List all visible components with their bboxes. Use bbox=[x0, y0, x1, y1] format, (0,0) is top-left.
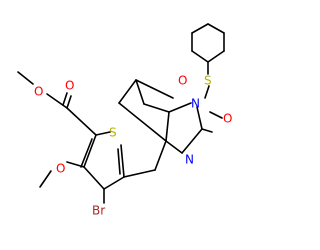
sulfur-label: S bbox=[109, 126, 117, 140]
bond bbox=[181, 128, 203, 154]
bond bbox=[154, 140, 167, 171]
bond bbox=[209, 111, 223, 119]
bond bbox=[191, 50, 209, 63]
sulfur-label: S bbox=[204, 74, 212, 88]
oxygen-label: O bbox=[223, 112, 232, 126]
bond bbox=[196, 106, 203, 130]
bond bbox=[66, 161, 85, 168]
bond bbox=[204, 85, 210, 99]
bond bbox=[80, 138, 93, 168]
bond bbox=[135, 79, 174, 99]
bond bbox=[201, 128, 213, 133]
bromine-label: Br bbox=[92, 204, 105, 218]
bond bbox=[118, 102, 167, 142]
bond bbox=[165, 111, 170, 142]
bond bbox=[207, 23, 225, 34]
bond bbox=[17, 71, 34, 85]
bond bbox=[95, 131, 111, 136]
bond bbox=[117, 148, 121, 175]
bond bbox=[135, 79, 145, 105]
bond bbox=[165, 140, 183, 154]
bond bbox=[168, 102, 192, 113]
bond bbox=[83, 166, 105, 190]
nitrogen-label: N bbox=[185, 153, 194, 167]
bond bbox=[118, 79, 137, 104]
bond bbox=[66, 107, 97, 136]
bonds bbox=[17, 23, 225, 204]
bond bbox=[46, 93, 68, 109]
oxygen-label: O bbox=[178, 74, 187, 88]
bond bbox=[83, 134, 97, 168]
atom-labels: O O O S Br N N S O O bbox=[34, 74, 232, 218]
oxygen-label: O bbox=[34, 85, 43, 99]
oxygen-label: O bbox=[65, 79, 74, 93]
bond bbox=[62, 92, 68, 106]
bond bbox=[207, 50, 225, 63]
chemical-structure: O O O S Br N N S O O bbox=[17, 23, 232, 218]
bond bbox=[103, 176, 125, 190]
bond bbox=[191, 23, 209, 34]
bond bbox=[143, 103, 170, 113]
bond bbox=[39, 170, 52, 188]
bond bbox=[123, 169, 156, 178]
bond bbox=[66, 95, 72, 109]
bond bbox=[120, 144, 125, 178]
nitrogen-label: N bbox=[191, 97, 200, 111]
oxygen-label: O bbox=[56, 162, 65, 176]
